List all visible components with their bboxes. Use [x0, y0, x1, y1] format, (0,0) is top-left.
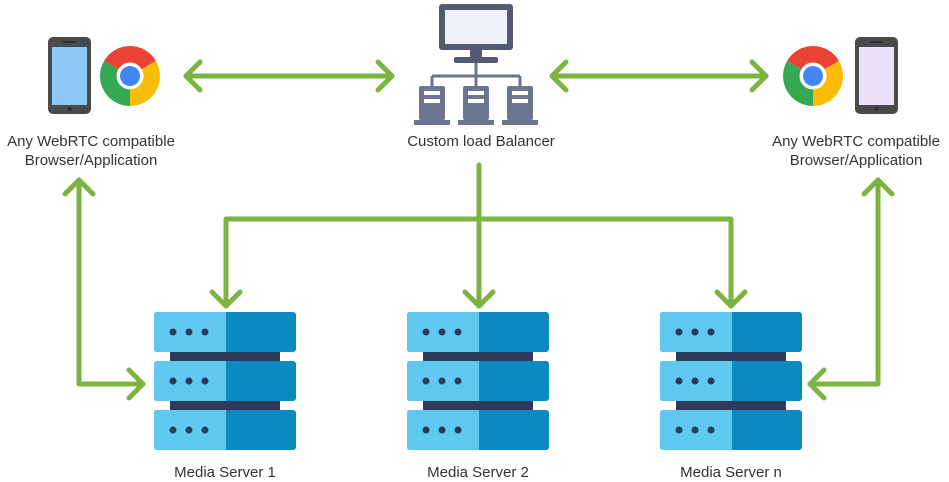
- left-client-icons: [48, 37, 160, 114]
- right-client-label-line1: Any WebRTC compatible: [772, 133, 940, 150]
- status-dot: [438, 328, 446, 336]
- server-unit: [407, 361, 549, 401]
- connector-arrows: [62, 59, 895, 401]
- status-dot: [169, 328, 177, 336]
- status-dot: [675, 426, 683, 434]
- server-unit: [407, 312, 549, 352]
- right-client-label-line2: Browser/Application: [789, 152, 923, 169]
- status-dot: [201, 426, 209, 434]
- status-dot: [454, 328, 462, 336]
- status-dot: [707, 426, 715, 434]
- server-gap: [423, 352, 533, 361]
- media-server-2-icon: [407, 312, 549, 450]
- status-dot: [675, 377, 683, 385]
- left-client-label: Any WebRTC compatible Browser/Applicatio…: [0, 132, 182, 170]
- network-lines: [430, 63, 522, 86]
- smartphone-icon: [855, 37, 898, 114]
- status-dot: [438, 377, 446, 385]
- server-gap: [170, 401, 280, 410]
- server-unit: [660, 312, 802, 352]
- right-client-icons: [783, 37, 898, 114]
- status-dot: [691, 426, 699, 434]
- status-dot: [185, 328, 193, 336]
- server-unit: [407, 410, 549, 450]
- status-dot: [675, 328, 683, 336]
- server-unit: [154, 312, 296, 352]
- server-rack-icon: [414, 86, 538, 125]
- status-dot: [454, 426, 462, 434]
- status-dot: [438, 426, 446, 434]
- status-dot: [422, 426, 430, 434]
- server-gap: [676, 352, 786, 361]
- balancer-label: Custom load Balancer: [407, 133, 555, 150]
- server-gap: [170, 352, 280, 361]
- status-dot: [169, 377, 177, 385]
- chrome-icon: [783, 46, 843, 106]
- status-dot: [201, 377, 209, 385]
- arrow-left-client-server1: [62, 177, 146, 401]
- left-client-label-line2: Browser/Application: [24, 152, 158, 169]
- arrow-left-client-balancer: [183, 59, 395, 93]
- status-dot: [691, 377, 699, 385]
- server-gap: [423, 401, 533, 410]
- balancer-icons: [414, 4, 538, 125]
- status-dot: [185, 426, 193, 434]
- arrow-right-client-servern: [807, 177, 895, 401]
- status-dot: [422, 328, 430, 336]
- status-dot: [169, 426, 177, 434]
- server-unit: [660, 361, 802, 401]
- media-server-1-icon: [154, 312, 296, 450]
- left-client-label-line1: Any WebRTC compatible: [7, 133, 175, 150]
- media-server-2-label: Media Server 2: [427, 464, 529, 481]
- smartphone-icon: [48, 37, 91, 114]
- arrow-balancer-to-servers: [209, 162, 748, 309]
- media-server-n-label: Media Server n: [680, 464, 782, 481]
- media-server-1-label: Media Server 1: [174, 464, 276, 481]
- media-server-n-icon: [660, 312, 802, 450]
- server-gap: [676, 401, 786, 410]
- server-unit: [154, 361, 296, 401]
- server-unit: [154, 410, 296, 450]
- status-dot: [185, 377, 193, 385]
- chrome-icon: [100, 46, 160, 106]
- status-dot: [201, 328, 209, 336]
- status-dot: [691, 328, 699, 336]
- status-dot: [422, 377, 430, 385]
- right-client-label: Any WebRTC compatible Browser/Applicatio…: [763, 132, 949, 170]
- server-unit: [660, 410, 802, 450]
- status-dot: [454, 377, 462, 385]
- status-dot: [707, 328, 715, 336]
- arrow-balancer-right-client: [549, 59, 769, 93]
- status-dot: [707, 377, 715, 385]
- monitor-icon: [439, 4, 513, 63]
